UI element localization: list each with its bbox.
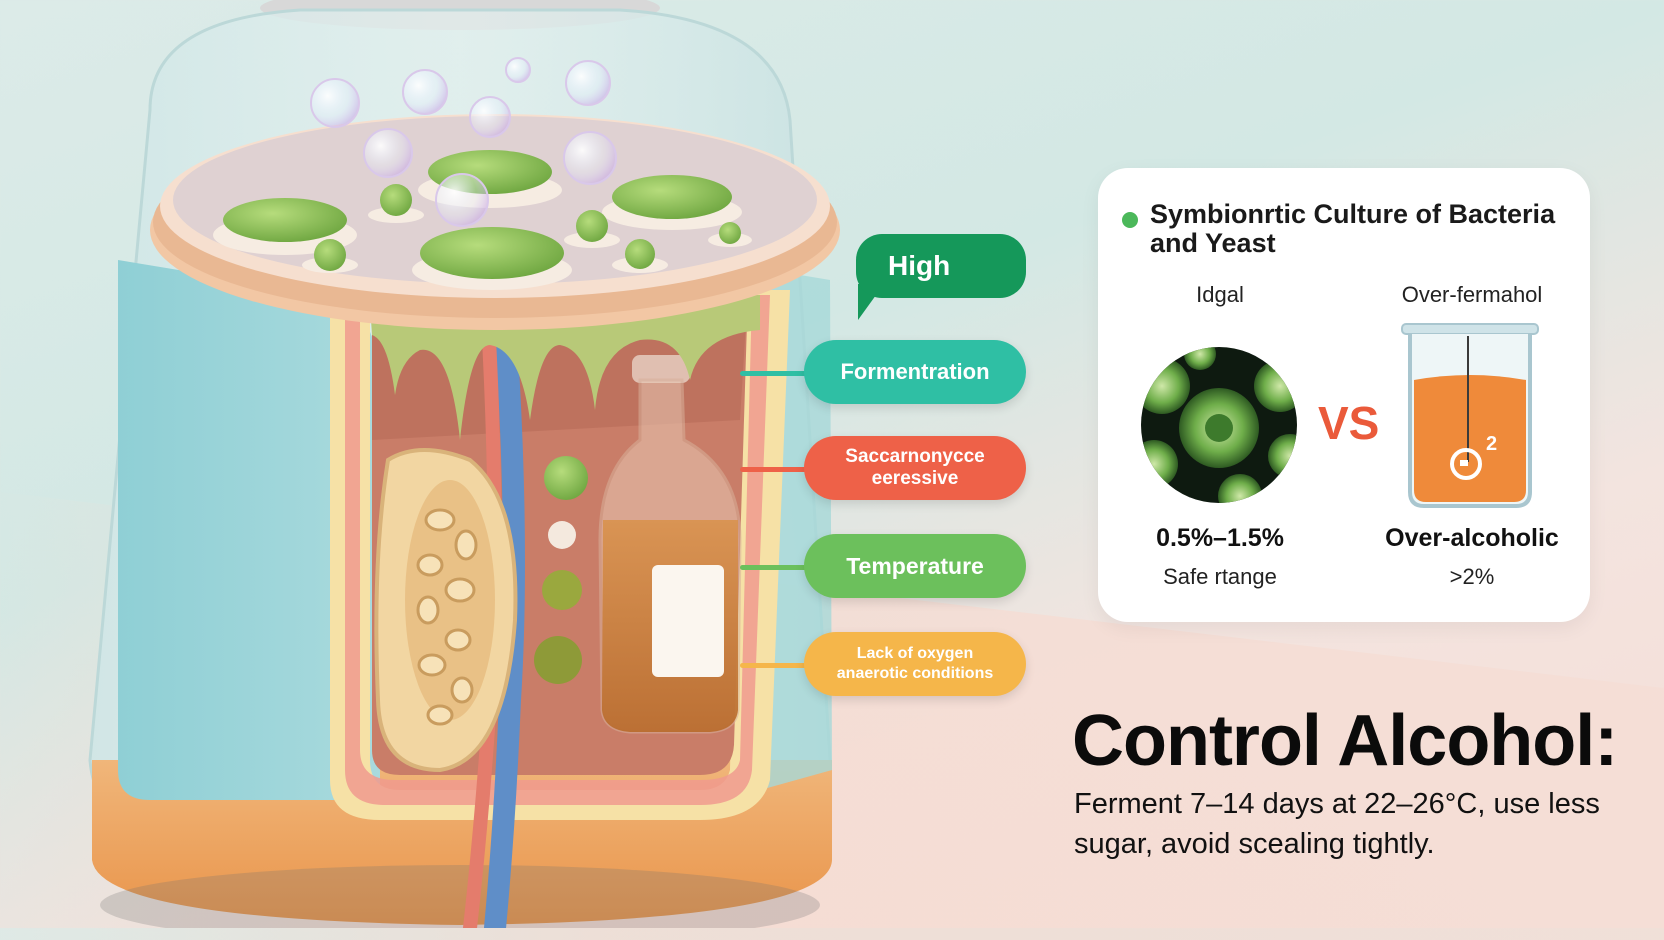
slime-drips [370, 295, 760, 440]
high-callout-label: High [888, 250, 951, 281]
yeast-cells [534, 456, 588, 684]
over-sub: >2% [1449, 564, 1495, 589]
beaker-icon-text: 2 [1486, 433, 1497, 455]
connector-temperature [740, 565, 810, 570]
connector-oxygen [740, 663, 810, 668]
vs-text: VS [1318, 397, 1380, 449]
high-callout: High [856, 234, 1026, 298]
body-text: Ferment 7–14 days at 22–26°C, use less s… [1074, 788, 1600, 860]
connector-fermentation [740, 371, 810, 376]
beaker-icon: 2 [1401, 323, 1539, 508]
scoby-sponge [374, 448, 518, 773]
ideal-sub: Safe rtange [1163, 564, 1277, 589]
ideal-label: Idgal [1196, 282, 1244, 307]
comparison-card: Symbionrtic Culture of Bacteria and Yeas… [1098, 168, 1590, 622]
ideal-value: 0.5%–1.5% [1156, 524, 1284, 552]
blue-tube [484, 309, 525, 928]
label-oxygen: Lack of oxygen anaerotic conditions [804, 632, 1026, 696]
label-fermentation: Formentration [804, 340, 1026, 404]
label-saccharomyces-line2: eeressive [871, 468, 959, 489]
outer-wall-teal [118, 260, 380, 800]
microbe-circle-icon [1141, 347, 1297, 503]
label-saccharomyces-line1: Saccarnonycce [845, 446, 985, 467]
label-saccharomyces: Saccarnonycce eeressive [804, 436, 1026, 500]
label-temperature-text: Temperature [846, 552, 984, 579]
bullet-dot-icon [1122, 212, 1138, 228]
card-title: Symbionrtic Culture of Bacteria and Yeas… [1150, 199, 1556, 258]
over-label: Over-fermahol [1401, 282, 1543, 307]
over-value: Over-alcoholic [1385, 524, 1559, 552]
label-oxygen-line2: anaerotic conditions [836, 665, 994, 682]
bubbles [310, 57, 617, 227]
bottle [598, 355, 742, 734]
label-temperature: Temperature [804, 534, 1026, 598]
label-oxygen-line1: Lack of oxygen [856, 645, 974, 662]
heading-title: Control Alcohol: [1072, 701, 1618, 781]
connector-saccharomyces [740, 467, 810, 472]
label-fermentation-text: Formentration [840, 359, 990, 384]
